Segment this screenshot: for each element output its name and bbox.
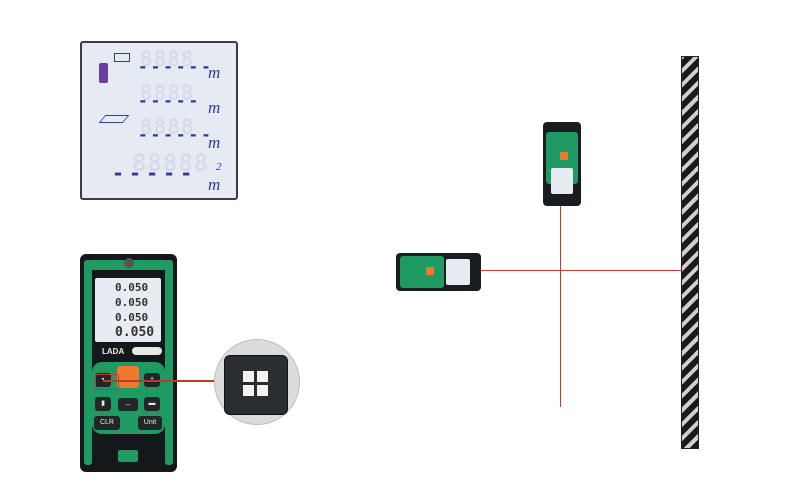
grid-icon xyxy=(243,371,268,396)
brand-label: LADA xyxy=(102,347,125,356)
ghost-digits: 8888 xyxy=(140,47,195,71)
dash-readout: ------ xyxy=(138,125,214,144)
screen-value: 0.050 xyxy=(115,325,155,340)
screen-value: 0.050 xyxy=(115,281,149,294)
unit-button-label: Unit xyxy=(143,419,157,426)
laser-distance-meter: 0.050 0.050 0.050 0.050 LADA ▪ ± ▮ ↔ ▬ C… xyxy=(80,254,177,472)
device-vertical-thumbnail xyxy=(543,122,581,206)
area-icon xyxy=(98,115,130,123)
area-unit-label: m xyxy=(208,175,221,194)
thumbnail-screen xyxy=(446,259,470,285)
lcd-display-diagram: 8888 ------ m 8888 ----- m 8888 ------ m… xyxy=(80,41,238,200)
laser-device-icon xyxy=(99,63,108,83)
area-exponent: 2 xyxy=(216,161,222,173)
unit-label: m xyxy=(208,133,221,152)
laser-line-vertical xyxy=(560,206,561,407)
unit-button[interactable]: Unit xyxy=(138,416,162,430)
laser-line-horizontal xyxy=(480,270,681,271)
ghost-digits: 88888 xyxy=(132,149,210,177)
save-button[interactable]: ▬ xyxy=(144,397,160,411)
thumbnail-screen xyxy=(551,168,573,194)
callout-highlight xyxy=(95,374,119,390)
screen-value: 0.050 xyxy=(115,311,149,324)
callout-line xyxy=(103,380,216,382)
distance-mode-button[interactable]: ↔ xyxy=(118,398,138,411)
reference-button[interactable]: ▮ xyxy=(95,397,111,411)
device-horizontal-thumbnail xyxy=(396,253,481,291)
ghost-digits: 8888 xyxy=(140,115,195,139)
device-screen: 0.050 0.050 0.050 0.050 xyxy=(95,278,161,342)
laser-lens xyxy=(124,258,134,268)
function-key xyxy=(224,355,288,415)
thumbnail-orange-key xyxy=(560,152,568,160)
dash-readout: ----- xyxy=(112,161,198,185)
unit-label: m xyxy=(208,63,221,82)
dash-readout: ------ xyxy=(138,57,214,76)
dash-readout: ----- xyxy=(138,91,202,110)
device-side-trim xyxy=(84,260,92,465)
thumbnail-body xyxy=(400,256,444,288)
wall xyxy=(681,56,699,449)
ghost-digits: 8888 xyxy=(140,81,195,105)
battery-icon xyxy=(114,53,130,62)
screen-value: 0.050 xyxy=(115,296,149,309)
model-badge xyxy=(132,347,162,355)
clr-label: CLR xyxy=(99,419,114,426)
device-side-trim xyxy=(165,260,173,465)
measure-button[interactable] xyxy=(117,366,139,388)
unit-label: m xyxy=(208,98,221,117)
zoomed-function-key xyxy=(214,339,300,425)
clear-button[interactable]: CLR xyxy=(94,416,120,430)
device-bottom-port xyxy=(118,450,138,462)
thumbnail-orange-key xyxy=(426,267,434,275)
